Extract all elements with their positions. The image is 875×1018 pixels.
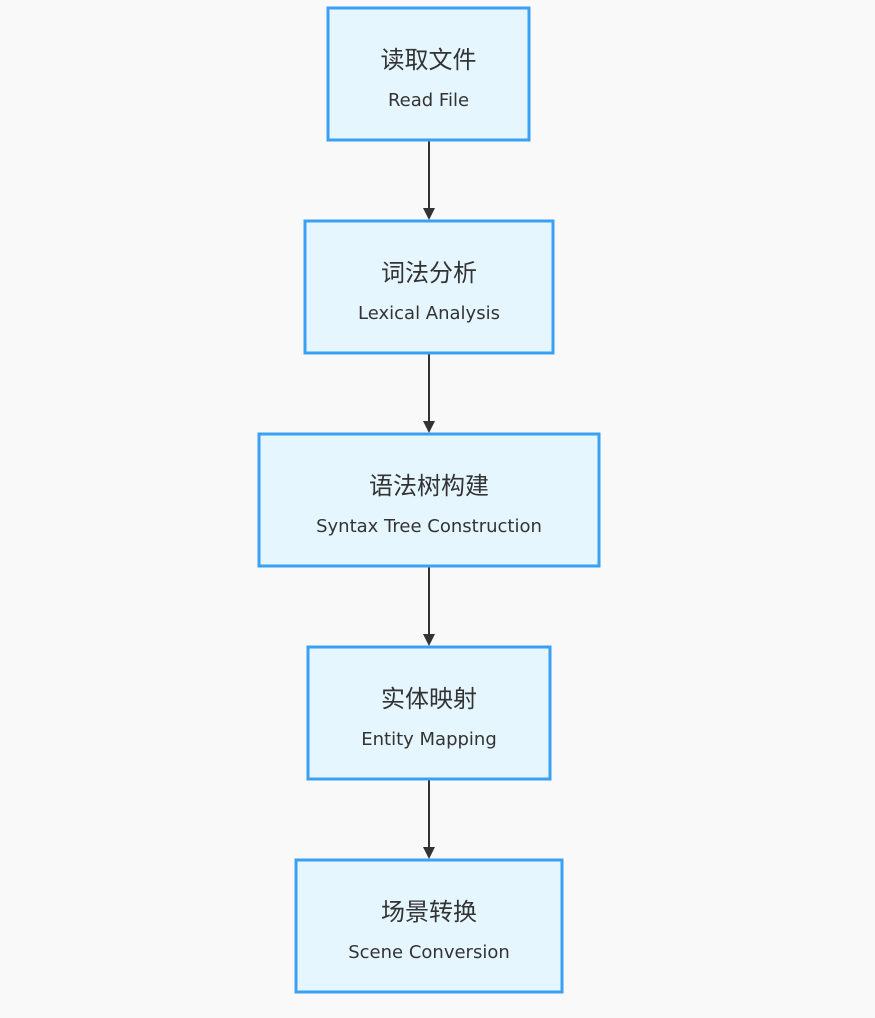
- edges-layer: [423, 141, 435, 859]
- node-title: 读取文件: [381, 46, 477, 74]
- edge-arrow: [423, 354, 435, 433]
- node-read-file: 读取文件 Read File: [326, 6, 531, 142]
- edge-arrow: [423, 780, 435, 859]
- node-box: [257, 432, 601, 568]
- edge-arrow: [423, 141, 435, 220]
- node-title: 场景转换: [381, 898, 477, 926]
- node-entity-mapping: 实体映射 Entity Mapping: [306, 645, 552, 781]
- nodes-layer: 读取文件 Read File 词法分析 Lexical Analysis 语法树构建 Sy…: [257, 6, 601, 994]
- arrow-head-icon: [423, 208, 435, 220]
- node-lexical-analysis: 词法分析 Lexical Analysis: [303, 219, 555, 355]
- node-subtitle: Scene Conversion: [348, 942, 510, 963]
- arrow-head-icon: [423, 847, 435, 859]
- arrow-head-icon: [423, 634, 435, 646]
- node-box: [303, 219, 555, 355]
- node-subtitle: Lexical Analysis: [358, 303, 500, 324]
- node-scene-conversion: 场景转换 Scene Conversion: [294, 858, 564, 994]
- node-box: [294, 858, 564, 994]
- node-box: [326, 6, 531, 142]
- node-title: 语法树构建: [369, 472, 489, 500]
- node-box: [306, 645, 552, 781]
- node-title: 实体映射: [381, 685, 477, 713]
- node-subtitle: Syntax Tree Construction: [316, 516, 542, 537]
- node-syntax-tree: 语法树构建 Syntax Tree Construction: [257, 432, 601, 568]
- node-subtitle: Entity Mapping: [361, 729, 497, 750]
- node-subtitle: Read File: [388, 90, 469, 111]
- node-title: 词法分析: [381, 259, 477, 287]
- arrow-head-icon: [423, 421, 435, 433]
- edge-arrow: [423, 567, 435, 646]
